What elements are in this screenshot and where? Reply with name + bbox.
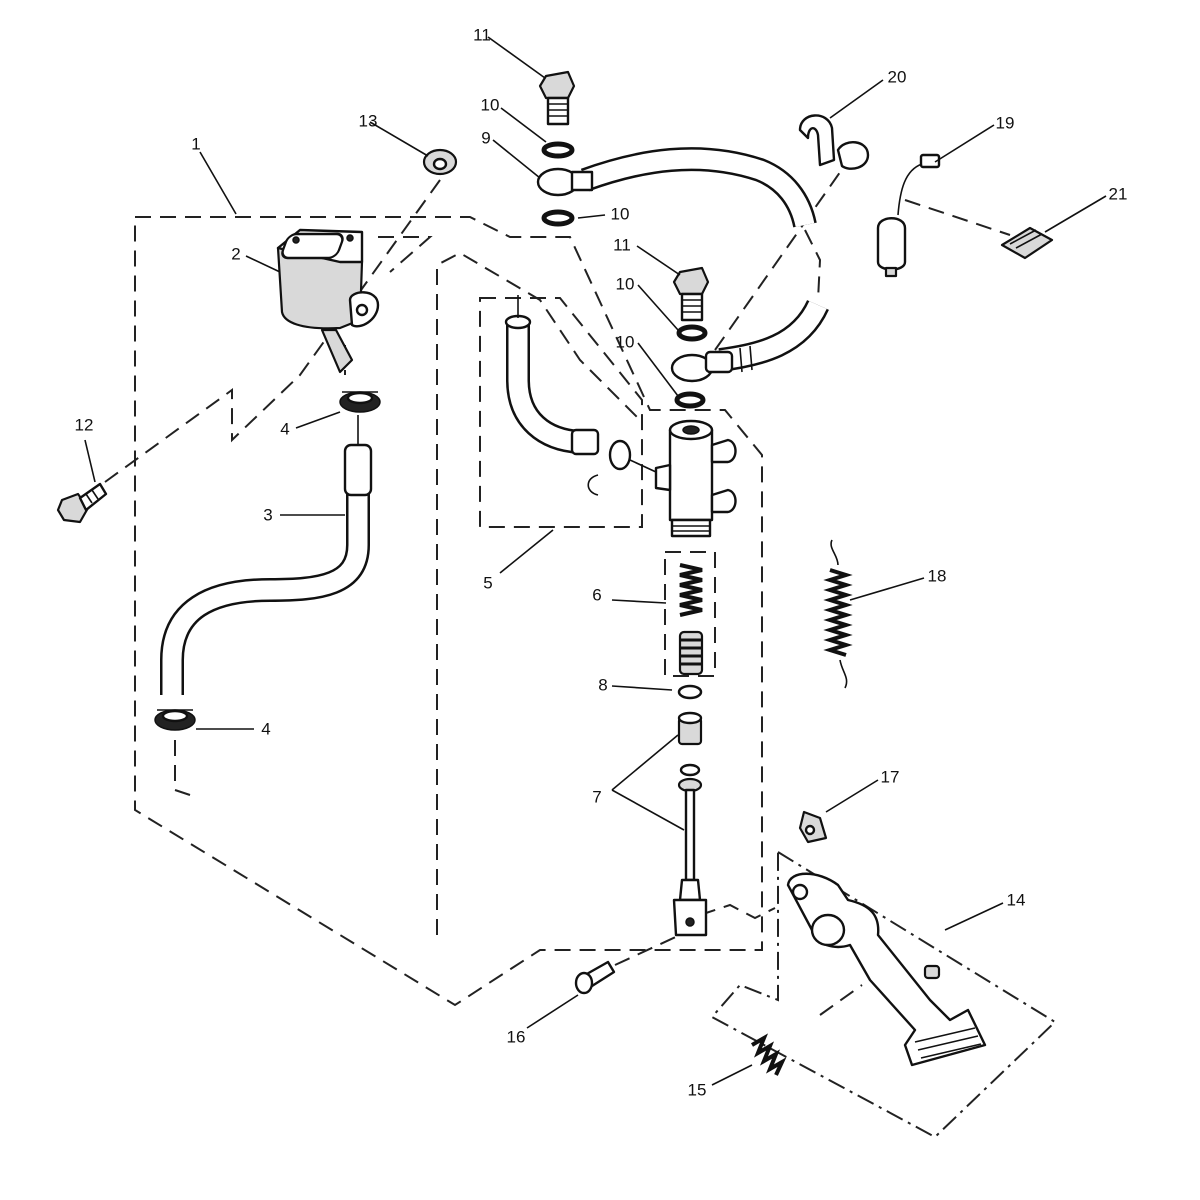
washer-upper-1 [541, 141, 575, 159]
callout-11-upper: 11 [473, 25, 491, 44]
reservoir-hose-3 [160, 415, 373, 695]
hose-clamp-20 [798, 114, 870, 170]
callout-21: 21 [1109, 184, 1128, 203]
callout-14: 14 [1007, 890, 1026, 909]
grommet-13 [422, 148, 458, 176]
callout-13: 13 [359, 111, 378, 130]
callout-8: 8 [598, 675, 607, 694]
hose-clamp-lower-4 [154, 709, 196, 731]
hose-clamp-upper-4 [339, 391, 381, 413]
switch-bracket-21 [1000, 226, 1054, 260]
align-line-19-21 [904, 199, 1011, 236]
callout-6: 6 [592, 585, 601, 604]
assembly-1-outline [134, 216, 763, 1007]
assembly-14-outline [710, 850, 1057, 1139]
washer-lower-2 [674, 391, 706, 409]
clevis-pin-16 [574, 960, 616, 995]
banjo-fitting-9 [536, 147, 817, 228]
callout-10-upper-2: 10 [611, 204, 630, 223]
reservoir-2 [276, 228, 380, 374]
align-line-hose-loop [804, 229, 822, 301]
master-cylinder-body [629, 419, 737, 538]
pedal-spring-15 [750, 1033, 787, 1076]
assembly-1-inner-outline [436, 251, 641, 935]
callout-12: 12 [75, 415, 94, 434]
mounting-bolt-12 [56, 482, 108, 524]
piston-spring-6 [678, 563, 704, 676]
brake-pedal-14 [786, 872, 987, 1067]
callout-17: 17 [881, 767, 900, 786]
leader-lines [84, 36, 1107, 1086]
align-line-hose-clamp [714, 157, 851, 351]
callout-5: 5 [483, 573, 492, 592]
return-spring-18 [823, 539, 853, 689]
callout-19: 19 [996, 113, 1015, 132]
align-line-12-13 [104, 179, 441, 483]
push-rod-7 [672, 711, 708, 937]
callout-2: 2 [231, 244, 240, 263]
callout-4-lower: 4 [261, 719, 270, 738]
banjo-fitting-lower [670, 299, 829, 383]
seal-ring-8 [677, 684, 703, 700]
callout-10-lower-1: 10 [616, 274, 635, 293]
brake-light-switch-19 [876, 153, 941, 278]
callout-18: 18 [928, 566, 947, 585]
callout-4-upper: 4 [280, 419, 289, 438]
banjo-bolt-upper [538, 70, 576, 126]
washer-lower-1 [676, 324, 708, 342]
callout-10-upper-1: 10 [481, 95, 500, 114]
callout-7: 7 [592, 787, 601, 806]
assembly-6-outline [664, 551, 716, 677]
callout-15: 15 [688, 1080, 707, 1099]
banjo-bolt-lower [672, 266, 710, 322]
align-line-pin-16 [614, 934, 681, 966]
reservoir-feed-hose-5 [504, 295, 632, 496]
callout-11-lower: 11 [613, 235, 631, 254]
callout-16: 16 [507, 1027, 526, 1046]
align-line-2-frame [378, 236, 433, 273]
callout-1: 1 [191, 134, 200, 153]
callout-9: 9 [481, 128, 490, 147]
align-line-rod-pedal [699, 903, 776, 920]
retaining-clip-17 [798, 810, 828, 844]
washer-upper-2 [541, 209, 575, 227]
callout-3: 3 [263, 505, 272, 524]
assembly-5-outline [479, 297, 643, 528]
align-line-hose-bottom [174, 740, 191, 796]
callout-10-lower-2: 10 [616, 332, 635, 351]
align-line-pedal-spring [819, 984, 863, 1016]
callout-20: 20 [888, 67, 907, 86]
callout-labels: 1 2 3 4 4 5 6 7 8 9 10 10 10 10 11 11 12… [75, 25, 1128, 1099]
